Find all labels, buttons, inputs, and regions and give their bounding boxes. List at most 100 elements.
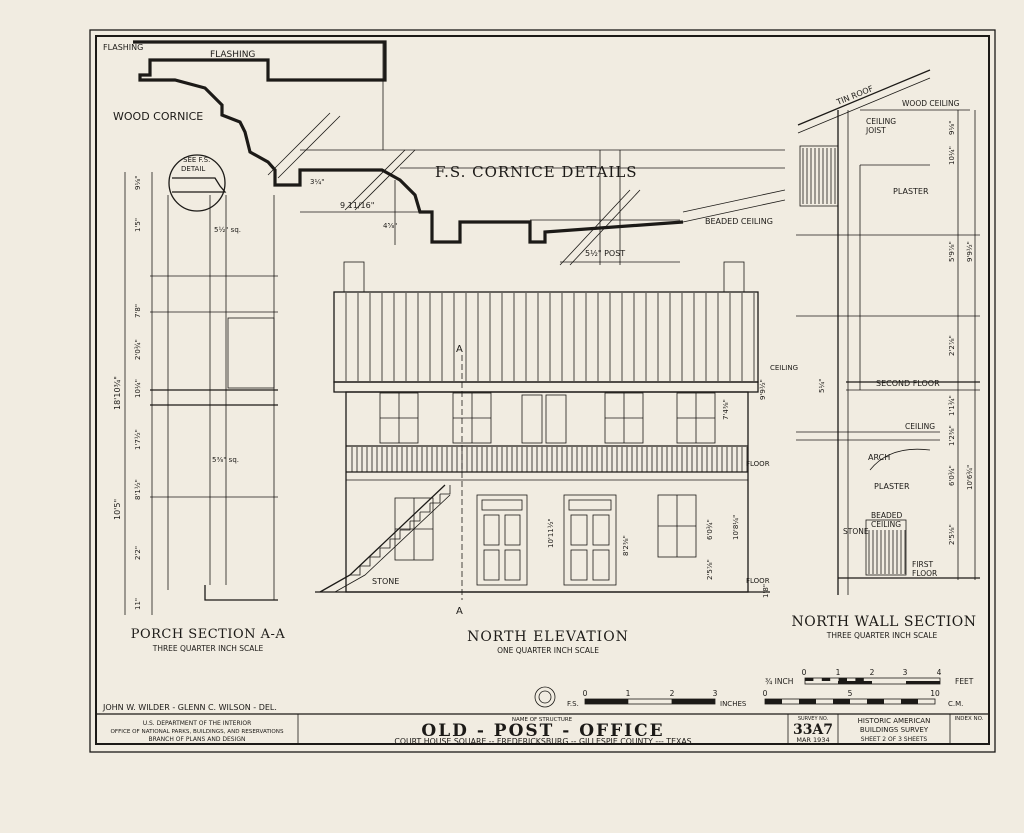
- scale-segment: [838, 678, 847, 681]
- beaded-label-2: CEILING: [871, 520, 901, 529]
- scale-bar-cm-fill: [765, 699, 918, 704]
- tin-roof: [797, 77, 931, 134]
- floor-label-2: FLOOR: [746, 577, 770, 585]
- plaster-label: PLASTER: [893, 187, 929, 196]
- wall-dim-9: 10'6¾": [966, 465, 974, 490]
- porch-dim-1: 1'5": [134, 218, 142, 232]
- facade: [345, 391, 749, 593]
- scale-tick: 0: [583, 689, 588, 698]
- scale-bar-quarter-fill: [805, 678, 940, 684]
- wall-dim-2: 10¼": [948, 146, 956, 165]
- stair-step: [440, 485, 451, 495]
- scale-tick: 2: [670, 689, 675, 698]
- north-wall-section: TIN ROOF WOOD CEILING CEILING JOIST PLAS…: [792, 69, 980, 640]
- porch-dim-sq2: 5⅜" sq.: [212, 456, 239, 464]
- scale-tick: 3: [903, 668, 908, 677]
- cornice-dim-c: 4⅝": [383, 222, 397, 230]
- stair-stringer: [334, 494, 451, 593]
- survey-date: MAR 1934: [796, 736, 829, 744]
- stair-steps: [350, 485, 451, 576]
- north-elevation-title: NORTH ELEVATION: [467, 629, 629, 645]
- detail-label: DETAIL: [181, 165, 205, 173]
- door-right: [563, 494, 617, 586]
- title-block: U.S. DEPARTMENT OF THE INTERIOR OFFICE O…: [96, 713, 989, 746]
- plaster-label-2: PLASTER: [874, 482, 910, 491]
- second-floor-label: SECOND FLOOR: [876, 379, 940, 388]
- cornice-detail: FLASHING FLASHING WOOD CORNICE F.S. CORN…: [103, 40, 786, 266]
- elev-dim-f: 6'0¾": [706, 519, 714, 540]
- break-line: [559, 189, 631, 266]
- roof: [333, 291, 759, 383]
- scale-segment: [906, 681, 940, 684]
- porch-dim-3: 2'0¾": [134, 339, 142, 360]
- elevation-windows: [379, 392, 716, 561]
- break-line: [267, 112, 331, 176]
- elev-dim-b: 7'4⅜": [722, 399, 730, 420]
- wall-dim-1: 9⅛": [948, 121, 956, 135]
- north-elevation: A A CEILING FLOOR FLOOR STONE 9'9½" 7'4⅜…: [315, 261, 798, 655]
- wall-dim-10: 2'5⅛": [948, 524, 956, 545]
- dept-line-3: BRANCH OF PLANS AND DESIGN: [149, 736, 246, 743]
- beaded-label-1: BEADED: [871, 511, 903, 520]
- scale-tick: 1: [836, 668, 841, 677]
- survey-no-label: SURVEY NO.: [798, 716, 829, 722]
- wall-dim-5: 2'2⅞": [948, 335, 956, 356]
- scale-segment: [901, 699, 918, 704]
- porch-dim-9: 11": [134, 598, 142, 610]
- flashing-label: FLASHING: [210, 50, 255, 60]
- scale-segment: [585, 699, 629, 704]
- arch-label: ARCH: [868, 453, 890, 462]
- stair-step: [390, 530, 401, 540]
- detail-callout-circle: [168, 154, 226, 212]
- porch-base: [204, 585, 278, 601]
- ceiling-joist-label-2: JOIST: [865, 126, 886, 135]
- roof-seams: [345, 293, 755, 381]
- inner-border: [95, 35, 990, 745]
- scale-segment: [799, 699, 816, 704]
- upper-door: [545, 394, 567, 444]
- see-fs-label: SEE F.S.: [183, 156, 210, 164]
- scale-tick: 5: [848, 689, 853, 698]
- scale-segment: [765, 699, 782, 704]
- structure-location: COURT HOUSE SQUARE -- FREDERICKSBURG -- …: [394, 737, 691, 746]
- porch-dim-sq: 5½" sq.: [214, 226, 241, 234]
- scale-segment: [833, 699, 850, 704]
- balcony-railing: [346, 445, 748, 472]
- elev-dim-d: 10'11½": [547, 518, 555, 548]
- elev-dim-g: 2'5⅞": [706, 559, 714, 580]
- break-line: [569, 189, 641, 266]
- break-line: [344, 149, 406, 211]
- scale-tick: 3: [713, 689, 718, 698]
- scale-tick: 0: [763, 689, 768, 698]
- scale-bar-inches-fill: [585, 699, 715, 704]
- scale-segment: [671, 699, 715, 704]
- habs-line-2: BUILDINGS SURVEY: [860, 726, 929, 734]
- stair-step: [360, 557, 371, 567]
- dept-line-2: OFFICE OF NATIONAL PARKS, BUILDINGS, AND…: [110, 729, 284, 735]
- scale-tick: 1: [626, 689, 631, 698]
- index-no-label: INDEX NO.: [955, 716, 984, 722]
- post-label: 5½" POST: [585, 249, 625, 258]
- beaded-ceiling-panel: [865, 519, 907, 576]
- cornice-dim-b: 9 11/16": [340, 201, 374, 210]
- scale-segment: [855, 678, 864, 681]
- stair-step: [430, 494, 441, 504]
- porch-dim-2: 7'8": [134, 304, 142, 318]
- structure-name-label: NAME OF STRUCTURE: [512, 717, 573, 723]
- cornice-dim-a: 3¼": [310, 178, 324, 186]
- stair-step: [370, 548, 381, 558]
- scale-segment: [838, 681, 872, 684]
- first-floor-label-2: FLOOR: [912, 569, 937, 578]
- chimney-left: [343, 261, 365, 293]
- habs-seal: [534, 686, 556, 708]
- stair-stringer: [319, 484, 446, 593]
- scale-tick: 0: [802, 668, 807, 677]
- beaded-ceiling-label: BEADED CEILING: [705, 217, 773, 226]
- scale-segment: [805, 678, 814, 681]
- wall-stone-label: STONE: [843, 527, 869, 536]
- delineators: JOHN W. WILDER - GLENN C. WILSON - DEL.: [102, 703, 277, 712]
- stair-step: [400, 521, 411, 531]
- dept-line-1: U.S. DEPARTMENT OF THE INTERIOR: [143, 720, 252, 727]
- wood-cornice-label: WOOD CORNICE: [113, 110, 203, 123]
- elev-dim-e: 8'2⅜": [622, 535, 630, 556]
